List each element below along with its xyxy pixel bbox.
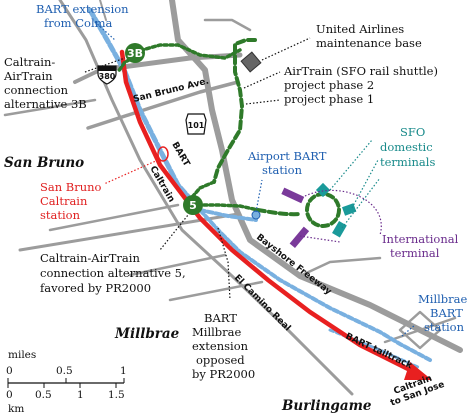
leader-sfo-domestic-3 xyxy=(341,177,381,229)
scale-miles-tick-half: 0.5 xyxy=(56,365,73,377)
leader-sfo-domestic-1 xyxy=(329,139,373,191)
leader-millbrae-bart xyxy=(401,324,416,337)
airtrain-alt5-link xyxy=(196,203,260,212)
minor-street xyxy=(168,280,264,302)
minor-street xyxy=(48,203,180,232)
minor-street xyxy=(3,98,97,117)
place-san-bruno: San Bruno xyxy=(4,155,84,171)
label-sfo-domestic: SFO domestic terminals xyxy=(380,125,436,169)
us101-label: 101 xyxy=(188,121,205,130)
minor-street xyxy=(203,18,252,32)
bart-line-label: BART xyxy=(169,141,191,170)
scale-miles-tick-1: 1 xyxy=(120,365,127,377)
place-millbrae: Millbrae xyxy=(114,326,180,342)
alt3b-marker-label: 3B xyxy=(127,47,143,60)
united-maintenance-base xyxy=(240,51,262,73)
alt5-marker: 5 xyxy=(183,195,203,215)
bart-airport-spur xyxy=(198,208,258,222)
scale-km-tick-0: 0 xyxy=(6,389,13,401)
leader-international xyxy=(299,235,341,243)
label-alt3b: Caltrain- AirTrain connection alternativ… xyxy=(3,55,87,111)
leader-united xyxy=(261,37,311,61)
label-bart-millbrae-ext: BART Millbrae extension opposed by PR200… xyxy=(192,311,255,381)
domestic-terminal-east xyxy=(341,203,357,216)
terminals xyxy=(281,182,357,248)
road-network xyxy=(3,0,463,396)
scale-km-tick-1-5: 1.5 xyxy=(108,389,125,401)
alt5-marker-label: 5 xyxy=(189,199,197,212)
millbrae-ave-road xyxy=(18,212,240,252)
bart-tailtrack-label: BART tailtrack xyxy=(344,332,415,372)
leader-bart-millbrae-ext xyxy=(217,227,231,301)
leader-airtrain-phase2 xyxy=(243,71,281,89)
label-san-bruno-caltrain: San Bruno Caltrain station xyxy=(40,180,105,222)
label-alt5: Caltrain-AirTrain connection alternative… xyxy=(40,251,189,295)
interstate-380-road xyxy=(97,52,243,73)
domestic-terminal-southeast xyxy=(332,220,347,238)
international-terminal-wing-north xyxy=(281,187,305,204)
interstate-380-road-west xyxy=(73,68,102,84)
freeway-interchange xyxy=(383,316,457,344)
scale-km-tick-half: 0.5 xyxy=(35,389,52,401)
airport-bart-station-marker xyxy=(251,210,261,220)
label-united-maintenance: United Airlines maintenance base xyxy=(316,22,422,50)
leader-alt3b xyxy=(84,57,126,73)
san-bruno-caltrain-station-marker xyxy=(157,146,169,162)
scale-km-label: km xyxy=(8,403,24,415)
scale-miles-tick-0: 0 xyxy=(6,365,13,377)
airtrain-loop xyxy=(256,208,302,217)
leader-san-bruno-caltrain xyxy=(103,159,159,185)
el-camino-real-road xyxy=(58,0,354,396)
leader-sfo-domestic-2 xyxy=(351,159,379,209)
scale-bar: miles 0 0.5 1 0 0.5 1 1.5 km xyxy=(6,349,127,415)
label-international: International terminal xyxy=(382,232,462,260)
airtrain-spur xyxy=(191,180,216,198)
alt3b-marker: 3B xyxy=(125,43,145,63)
label-airport-bart: Airport BART station xyxy=(247,149,330,177)
leader-alt5 xyxy=(159,209,193,251)
domestic-terminal-north xyxy=(315,182,331,198)
leader-airport-bart xyxy=(255,179,263,213)
leader-airtrain-phase1 xyxy=(245,99,281,105)
label-millbrae-bart: Millbrae BART station xyxy=(418,292,471,334)
international-terminal-wing-south xyxy=(289,226,310,248)
caltrain-line xyxy=(119,49,413,373)
airtrain-phase-1-route xyxy=(212,38,257,184)
scale-km-tick-1: 1 xyxy=(77,389,84,401)
airtrain-terminal-loop xyxy=(305,192,341,228)
bart-millbrae-extension xyxy=(198,208,432,362)
caltrain-south-arrow xyxy=(404,362,432,380)
label-airtrain: AirTrain (SFO rail shuttle) project phas… xyxy=(283,64,442,106)
bart-main-line xyxy=(87,7,203,213)
us101-shield: 101 xyxy=(185,113,207,135)
place-burlingame: Burlingame xyxy=(281,398,372,414)
airtrain-lines xyxy=(116,38,341,228)
leader-lines xyxy=(84,21,416,337)
airtrain-phase-2-route xyxy=(133,43,242,60)
i380-label: 380 xyxy=(99,72,116,81)
minor-street xyxy=(99,0,107,21)
freeway-interchange xyxy=(398,310,442,350)
i380-shield: 380 xyxy=(97,65,117,85)
minor-street xyxy=(128,253,227,277)
label-bart-colma: BART extension from Colma xyxy=(36,2,132,30)
scale-miles-label: miles xyxy=(8,349,36,361)
leader-bart-colma xyxy=(94,21,116,41)
minor-street xyxy=(298,256,382,278)
